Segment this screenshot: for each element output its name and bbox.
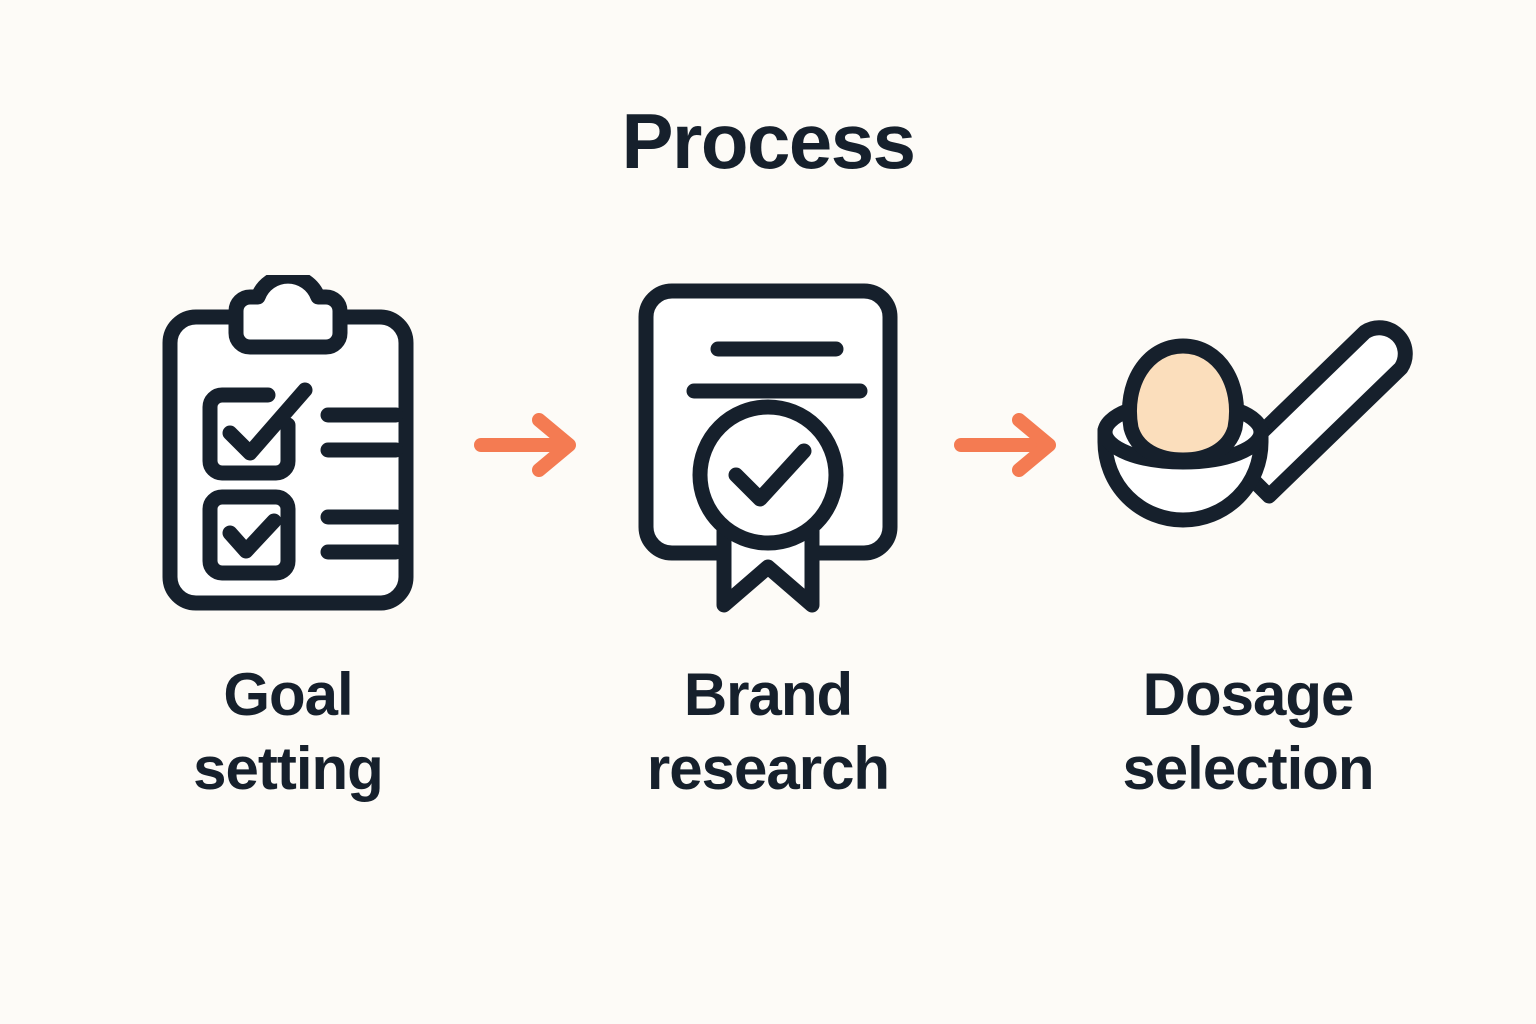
step-3-icon-wrap — [1083, 270, 1413, 620]
measuring-scoop-icon — [1097, 320, 1413, 528]
step-2-label: Brand research — [646, 661, 890, 802]
arrow-right-icon — [474, 413, 576, 477]
step-1-label: Goal setting — [193, 661, 384, 802]
process-step-3[interactable]: Dosage selection — [1083, 270, 1413, 806]
process-steps-row: Goal setting — [0, 270, 1536, 890]
step-2-icon-wrap — [603, 270, 933, 620]
certificate-badge-icon — [638, 283, 898, 613]
connector-2 — [933, 270, 1083, 620]
page-title: Process — [621, 97, 916, 185]
arrow-right-icon — [954, 413, 1056, 477]
connector-1 — [453, 270, 603, 620]
process-step-2[interactable]: Brand research — [603, 270, 933, 806]
clipboard-checklist-icon — [162, 275, 414, 611]
process-step-1[interactable]: Goal setting — [123, 270, 453, 806]
step-1-icon-wrap — [123, 270, 453, 620]
step-3-label: Dosage selection — [1122, 661, 1374, 802]
